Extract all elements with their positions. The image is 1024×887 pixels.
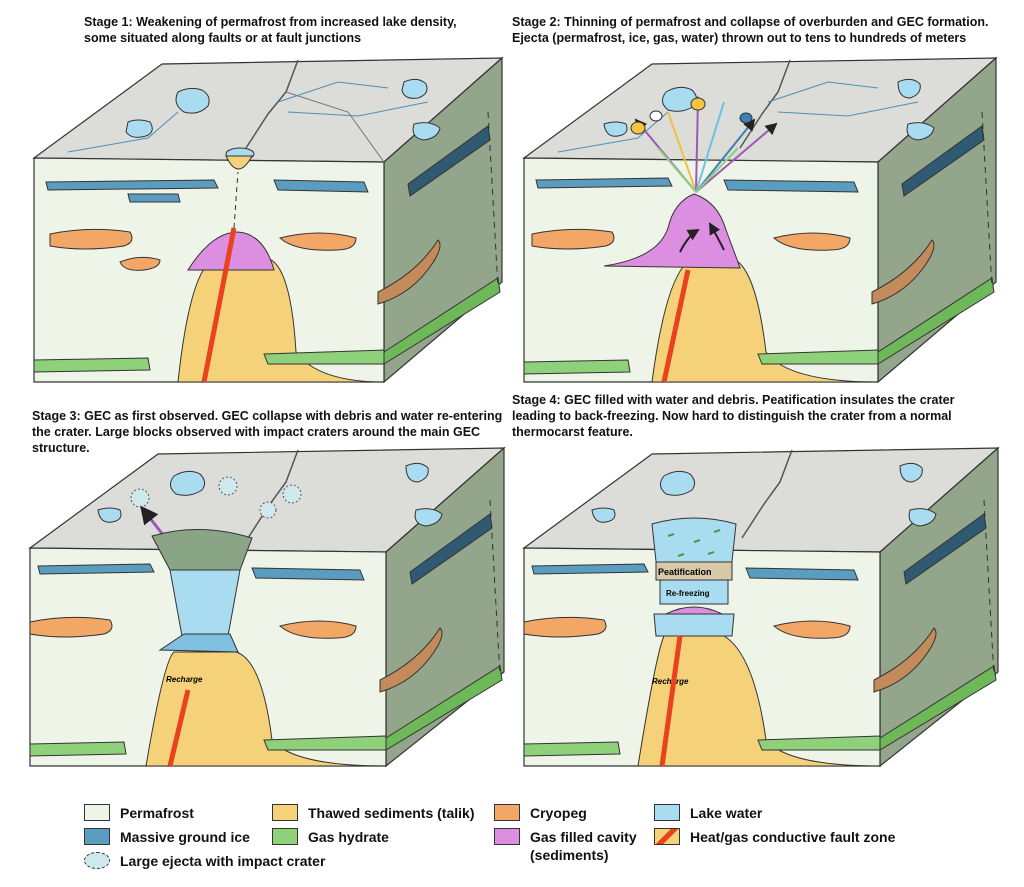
ground-ice-swatch: [84, 828, 110, 845]
lake: [660, 470, 696, 496]
lake: [906, 122, 935, 141]
lake: [899, 462, 923, 483]
stage-3-block-diagram: Recharge: [28, 446, 506, 768]
stage-2-caption: Stage 2: Thinning of permafrost and coll…: [512, 15, 989, 45]
massive-ground-ice: [273, 179, 369, 193]
lake: [170, 470, 206, 496]
lake: [401, 78, 428, 99]
gas-hydrate: [29, 741, 127, 757]
fault-zone: [661, 269, 691, 383]
gas-hydrate: [879, 665, 997, 751]
cryopeg: [278, 620, 357, 639]
massive-ground-ice: [745, 567, 859, 581]
gas-hydrate: [523, 359, 631, 375]
refreezing-zone: [659, 579, 729, 605]
gas-hydrate: [523, 741, 621, 757]
stage-1-block-diagram: [32, 56, 504, 384]
fault-zone: [167, 689, 191, 767]
legend-item-permafrost: Permafrost: [84, 804, 194, 821]
massive-ground-ice: [407, 125, 491, 197]
massive-ground-ice: [723, 179, 859, 193]
lake: [908, 508, 937, 527]
stage-1-caption: Stage 1: Weakening of permafrost from in…: [84, 15, 457, 45]
lake: [897, 78, 921, 99]
lake: [662, 86, 698, 112]
lake: [414, 508, 443, 527]
lake-water: [653, 613, 735, 637]
legend-item-ground-ice: Massive ground ice: [84, 828, 250, 845]
permafrost-swatch: [84, 804, 110, 821]
cryopeg: [278, 232, 357, 251]
gas-cavity: [603, 193, 741, 269]
cryopeg: [531, 228, 615, 250]
ejecta-crater-icon: [130, 476, 302, 519]
gas-hydrate: [385, 665, 503, 751]
massive-ground-ice: [535, 177, 673, 189]
peatification-label: Peatification: [658, 567, 712, 577]
legend-item-talik: Thawed sediments (talik): [272, 804, 474, 821]
legend-item-ejecta: Large ejecta with impact crater: [84, 852, 325, 869]
stage-4-caption: Stage 4: GEC filled with water and debri…: [512, 393, 955, 439]
massive-ground-ice: [903, 513, 987, 585]
lake: [405, 462, 429, 483]
refreezing-label: Re-freezing: [666, 589, 710, 598]
ejecta-crater-icon: [84, 852, 110, 869]
legend-item-lake-water: Lake water: [654, 804, 762, 821]
talik: [177, 257, 385, 383]
massive-ground-ice: [37, 563, 155, 575]
massive-ground-ice: [531, 563, 649, 575]
lake: [412, 122, 441, 141]
massive-ground-ice: [409, 513, 493, 585]
recharge-label: Recharge: [652, 677, 689, 686]
cryopeg: [29, 616, 113, 638]
lake-water-swatch: [654, 804, 680, 821]
recharge-label: Recharge: [166, 675, 203, 684]
cryopeg: [377, 239, 441, 305]
legend-item-cryopeg: Cryopeg: [494, 804, 587, 821]
cryopeg: [49, 228, 133, 250]
cryopeg: [119, 256, 161, 271]
gas-cavity-swatch: [494, 828, 520, 845]
massive-ground-ice: [45, 179, 219, 191]
cryopeg-swatch: [494, 804, 520, 821]
talik: [145, 651, 387, 767]
legend-item-gas-hydrate: Gas hydrate: [272, 828, 389, 845]
stage-2-block-diagram: [522, 56, 998, 384]
cryopeg: [523, 616, 607, 638]
fault-zone-swatch: [654, 828, 680, 845]
cryopeg: [871, 239, 935, 305]
legend-item-fault: Heat/gas conductive fault zone: [654, 828, 895, 845]
legend: Permafrost Massive ground ice Large ejec…: [84, 796, 944, 886]
gas-hydrate-swatch: [272, 828, 298, 845]
gas-hydrate: [33, 357, 151, 373]
talik: [637, 635, 881, 767]
fault-zone: [659, 635, 683, 767]
cryopeg: [772, 232, 851, 251]
massive-ground-ice: [251, 567, 365, 581]
massive-ground-ice: [901, 125, 985, 197]
cryopeg: [379, 627, 443, 693]
lake-water: [169, 569, 241, 637]
talik-swatch: [272, 804, 298, 821]
lake: [603, 121, 628, 137]
gas-hydrate: [383, 277, 501, 365]
fault-zone: [201, 227, 237, 383]
stage-4-block-diagram: Peatification Re-freezing Recharge: [522, 446, 1000, 768]
lake: [97, 507, 122, 523]
legend-item-gas-cavity: Gas filled cavity (sediments): [494, 828, 660, 864]
talik: [651, 257, 879, 383]
fault-scarp: [245, 59, 299, 149]
cryopeg: [772, 620, 851, 639]
crater-debris: [158, 633, 239, 653]
lake: [125, 119, 153, 138]
lake: [591, 507, 616, 523]
massive-ground-ice: [127, 193, 181, 203]
gas-hydrate: [877, 277, 995, 365]
crater-rim: [151, 528, 253, 571]
ejecta-fan: [630, 96, 778, 193]
lake: [175, 87, 210, 114]
cryopeg: [873, 627, 937, 693]
stage-3-caption: Stage 3: GEC as first observed. GEC coll…: [32, 409, 503, 455]
